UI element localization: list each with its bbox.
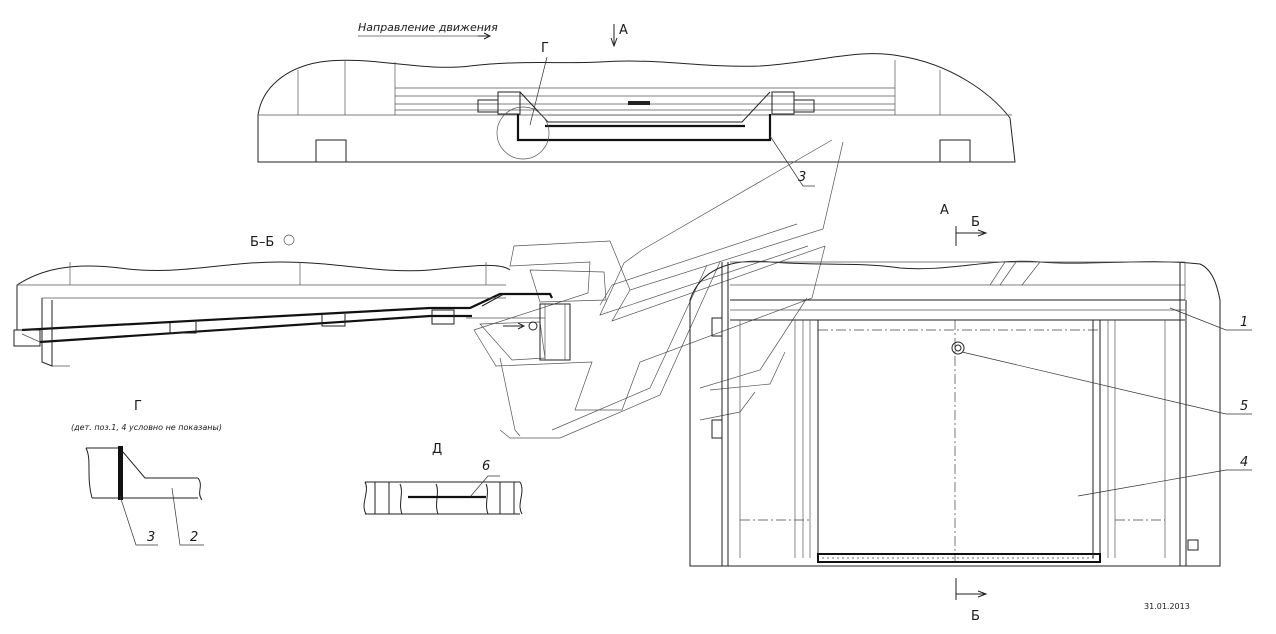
handle-slot <box>628 101 650 105</box>
right-bracket <box>771 91 795 115</box>
rib-1 <box>169 322 197 334</box>
detail-g-angle <box>122 451 198 479</box>
view-a-label: А <box>619 23 628 38</box>
view-a-left-stud-b <box>711 419 723 439</box>
projection-band-d <box>499 261 721 439</box>
detail-g-break-right <box>197 477 203 501</box>
detail-d-title: Д <box>432 442 442 457</box>
section-bb: Б–Б <box>13 234 571 367</box>
projection-band-b <box>599 139 833 316</box>
detail-d-break-a <box>399 483 403 515</box>
ramp-side <box>41 298 53 367</box>
bevel-a <box>481 293 505 307</box>
view-g-leader <box>529 56 548 126</box>
ramp-end <box>21 333 41 343</box>
view-a-left-stud-a <box>711 317 723 337</box>
ramp-top-edge <box>21 292 553 332</box>
projection-band-g <box>699 297 808 389</box>
callout-2: 2 <box>190 530 198 545</box>
callout-3-top: 3 <box>798 170 806 185</box>
section-mark-bottom-arrow <box>955 578 988 600</box>
callout-4: 4 <box>1240 455 1248 470</box>
detail-g-break-left <box>85 447 93 499</box>
detail-d-break-b <box>435 483 439 515</box>
bolt <box>528 321 538 331</box>
callout-2-leader <box>171 487 204 546</box>
plate-bevel <box>519 91 771 123</box>
ramp-bottom-edge <box>39 314 472 344</box>
callout-3-top-leader <box>769 135 815 187</box>
detail-d-break-left <box>363 481 367 515</box>
callout-6-leader <box>469 475 500 498</box>
callout-5-leader <box>961 351 1252 415</box>
bolt-5 <box>951 341 965 355</box>
section-bb-outline <box>16 261 511 330</box>
top-view: Направление движения А Г 3 <box>257 21 1016 187</box>
projection-band-e <box>551 264 708 431</box>
detail-g-plate <box>118 446 123 500</box>
callout-1-leader <box>1169 307 1252 331</box>
plate-edge <box>516 114 772 142</box>
detail-g-note: (дет. поз.1, 4 условно не показаны) <box>71 423 222 432</box>
detail-d-post-right <box>499 481 515 515</box>
ramp-hinge <box>13 329 41 347</box>
projection-box-b <box>479 321 546 361</box>
projection-band-a <box>473 141 844 411</box>
foot-left <box>315 139 347 163</box>
top-view-outline <box>257 53 1016 163</box>
direction-label: Направление движения <box>358 21 498 34</box>
section-bb-arrow <box>503 322 526 330</box>
channel <box>539 303 571 361</box>
projection-band-c <box>599 223 798 306</box>
callout-3-detail: 3 <box>147 530 155 545</box>
detail-d-break-c <box>485 483 489 515</box>
detail-g: Г (дет. поз.1, 4 условно не показаны) 3 … <box>71 399 222 546</box>
direction-arrow <box>478 32 492 40</box>
section-mark-b-top: Б <box>971 215 980 230</box>
callout-5: 5 <box>1240 399 1248 414</box>
projection-lines <box>473 139 844 439</box>
view-a-hatching <box>989 261 1041 286</box>
rib-2 <box>321 314 346 327</box>
left-bracket <box>497 91 521 115</box>
view-a-right-stud <box>1187 539 1199 551</box>
bolt-5-inner <box>954 344 962 352</box>
detail-g-circle <box>496 106 550 160</box>
section-bb-label: Б–Б <box>250 235 274 250</box>
date-stamp: 31.01.2013 <box>1144 602 1190 611</box>
projection-box <box>529 269 607 303</box>
view-g-label: Г <box>541 41 549 56</box>
detail-g-title: Г <box>134 399 142 414</box>
view-a-arrow <box>610 24 618 48</box>
section-bb-circle-symbol <box>283 234 295 246</box>
section-mark-top-arrow <box>955 226 988 246</box>
detail-d-break-right <box>519 481 523 515</box>
projection-band-f <box>499 357 521 437</box>
view-a-right-label: А <box>940 203 949 218</box>
callout-4-leader <box>1077 469 1252 497</box>
detail-d: Д 6 <box>363 442 523 515</box>
section-mark-b-bottom: Б <box>971 609 980 624</box>
clamp <box>431 309 455 325</box>
callout-3-detail-leader <box>119 495 158 546</box>
projection-band-h <box>709 351 786 391</box>
view-a-outline <box>689 260 1221 567</box>
foot-right <box>939 139 971 163</box>
detail-d-post-left <box>374 481 390 515</box>
callout-1: 1 <box>1240 315 1248 330</box>
view-a-right: А Б Б <box>689 203 1252 624</box>
panel-bottom-strip <box>817 553 1101 563</box>
callout-6: 6 <box>482 459 490 474</box>
